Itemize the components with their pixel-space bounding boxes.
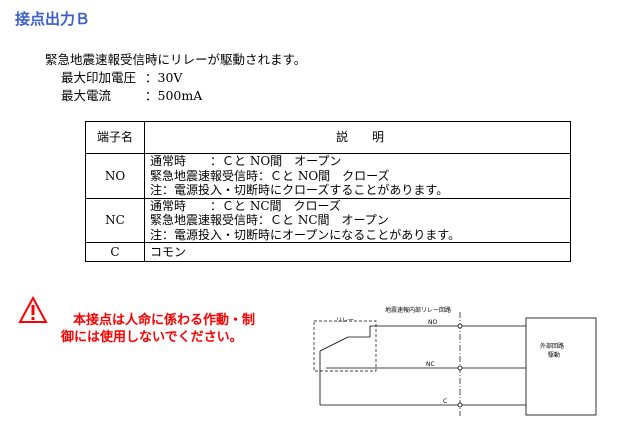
spec-current: 最大電流 ：500mA [61,85,202,104]
circuit-diagram: 地震速報内部リレー回路 リレー NO NC C 外部回路 駆動 [313,306,597,416]
terminal-nc: NC [85,197,145,243]
table-row-no: NO 通常時 ：Ｃと NO間 オープン 緊急地震速報受信時：Ｃと NO間 クロー… [85,153,571,199]
external-label-2: 駆動 [548,351,560,359]
spec-voltage-value: ：30V [145,70,183,85]
table-row-nc: NC 通常時 ：Ｃと NC間 クローズ 緊急地震速報受信時：Ｃと NC間 オープ… [85,197,571,243]
terminal-c: C [85,242,145,262]
terminal-c-dot [457,402,463,408]
page-title: 接点出力Ｂ [15,10,91,28]
warning-text: 本接点は人命に係わる作動・制 御には使用しないでください。 [61,312,281,346]
external-circuit-box [525,317,597,416]
nc-label: NC [426,361,435,368]
terminal-table: 端子名 説 明 NO 通常時 ：Ｃと NO間 オープン 緊急地震速報受信時：Ｃと… [85,121,571,262]
intro-text: 緊急地震速報受信時にリレーが駆動されます。 [45,52,307,67]
terminal-no: NO [85,153,145,199]
c-label: C [443,398,447,405]
description-nc: 通常時 ：Ｃと NC間 クローズ 緊急地震速報受信時：Ｃと NC間 オープン 注… [144,197,571,243]
circuit-title: 地震速報内部リレー回路 [385,306,451,314]
desc-line: 注：電源投入・切断時にクローズすることがあります。 [150,183,449,197]
desc-line: 緊急地震速報受信時：Ｃと NO間 クローズ [150,168,390,183]
relay-box [313,320,377,372]
warning-line-1: 本接点は人命に係わる作動・制 [73,313,256,328]
terminal-no-dot [457,323,463,329]
relay-arm [319,336,349,352]
table-header-row: 端子名 説 明 [85,121,571,154]
no-label: NO [428,319,437,326]
desc-line: 通常時 ：Ｃと NO間 オープン [150,154,342,168]
header-description: 説 明 [144,121,571,154]
external-label-1: 外部回路 [540,342,564,350]
table-row-c: C コモン [85,242,571,262]
spec-voltage: 最大印加電圧 ：30V [61,67,182,86]
relay-label: リレー [336,317,354,324]
spec-current-label: 最大電流 [61,88,112,103]
description-no: 通常時 ：Ｃと NO間 オープン 緊急地震速報受信時：Ｃと NO間 クローズ 注… [144,153,571,199]
desc-line: 注：電源投入・切断時にオープンになることがあります。 [150,227,461,242]
header-terminal: 端子名 [85,121,145,154]
description-c: コモン [144,242,571,262]
spec-voltage-label: 最大印加電圧 [61,70,137,85]
terminal-nc-dot [457,365,463,371]
desc-line: 緊急地震速報受信時：Ｃと NC間 オープン [150,213,389,227]
spec-current-value: ：500mA [145,88,203,103]
warning-line-2: 御には使用しないでください。 [61,330,243,345]
desc-line: 通常時 ：Ｃと NC間 クローズ [150,198,341,213]
warning-triangle-icon [18,296,48,323]
desc-line: コモン [150,244,187,259]
